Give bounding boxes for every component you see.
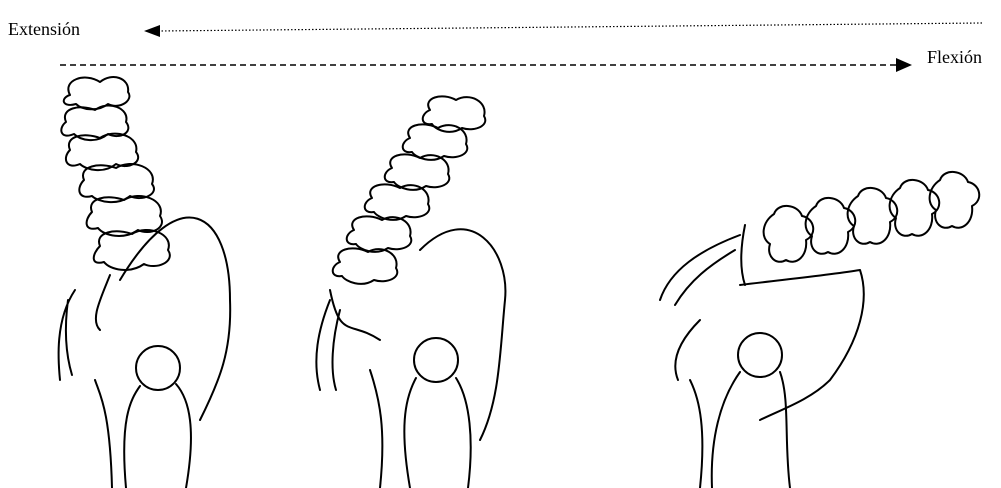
flexion-arrow xyxy=(60,58,912,72)
extension-arrow xyxy=(144,23,982,37)
figure-extension xyxy=(59,77,231,488)
figure-neutral xyxy=(316,96,505,488)
figure-flexion xyxy=(660,172,979,488)
